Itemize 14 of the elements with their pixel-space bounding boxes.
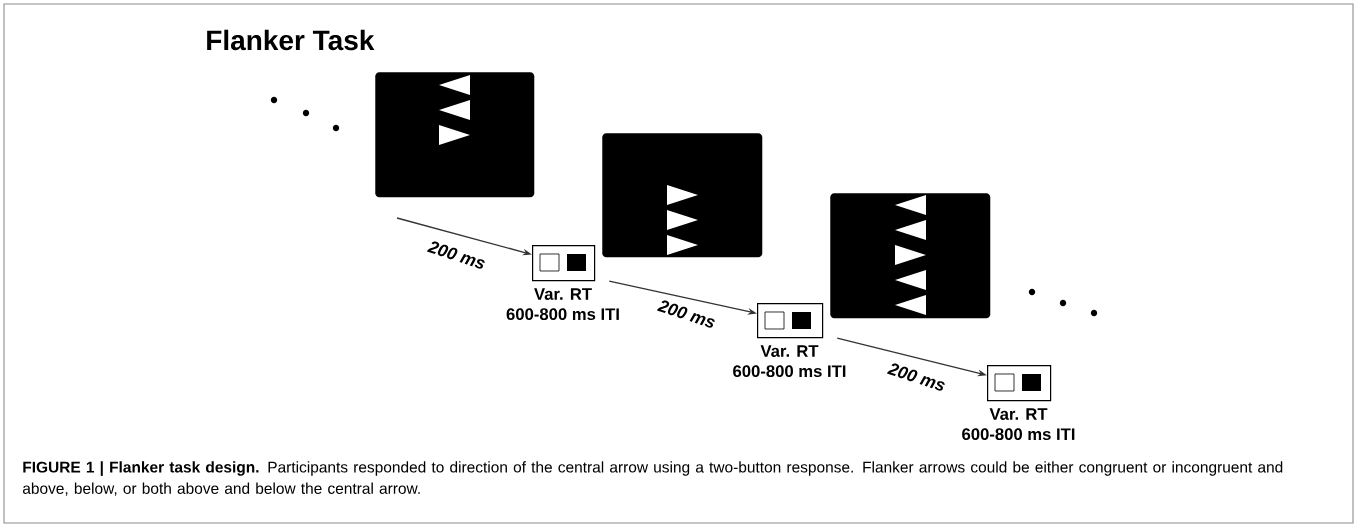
response-label: 600-800 ms ITI [506, 308, 619, 321]
screen-display [830, 193, 991, 319]
screen-display [375, 72, 535, 198]
screen-display [602, 133, 763, 258]
response-label: Var. RT [534, 288, 592, 300]
caption: FIGURE 1 | Flanker task design. Participants responded to direction of the central arrow using a two-button response. Flanker arrows could be either congruent or incongruent and above, below, or both above and below the central arrow. [22, 461, 1283, 496]
edge-label: 200 ms [885, 360, 949, 394]
response-label: Var. RT [989, 408, 1048, 420]
edge-label: 200 ms [425, 238, 489, 272]
response-label: Var. RT [760, 345, 819, 357]
response-label: 600-800 ms ITI [962, 428, 1075, 441]
response-label: 600-800 ms ITI [733, 365, 846, 378]
edge-label: 200 ms [655, 297, 719, 331]
title: Flanker Task [207, 29, 375, 51]
